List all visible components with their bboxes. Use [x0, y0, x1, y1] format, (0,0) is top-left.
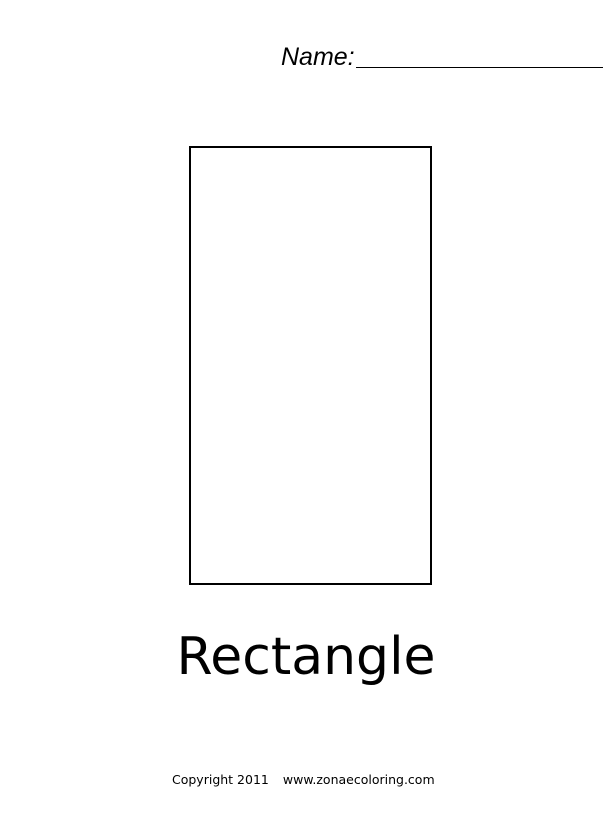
- name-label: Name:: [281, 43, 355, 71]
- name-field: Name:: [281, 38, 603, 72]
- name-write-line: [355, 67, 603, 68]
- rectangle-outline: [189, 146, 432, 585]
- website-link: www.zonaecoloring.com: [282, 772, 435, 787]
- shape-title: Rectangle: [176, 627, 436, 687]
- footer: Copyright 2011 www.zonaecoloring.com: [172, 771, 435, 789]
- copyright-text: Copyright 2011: [172, 772, 269, 787]
